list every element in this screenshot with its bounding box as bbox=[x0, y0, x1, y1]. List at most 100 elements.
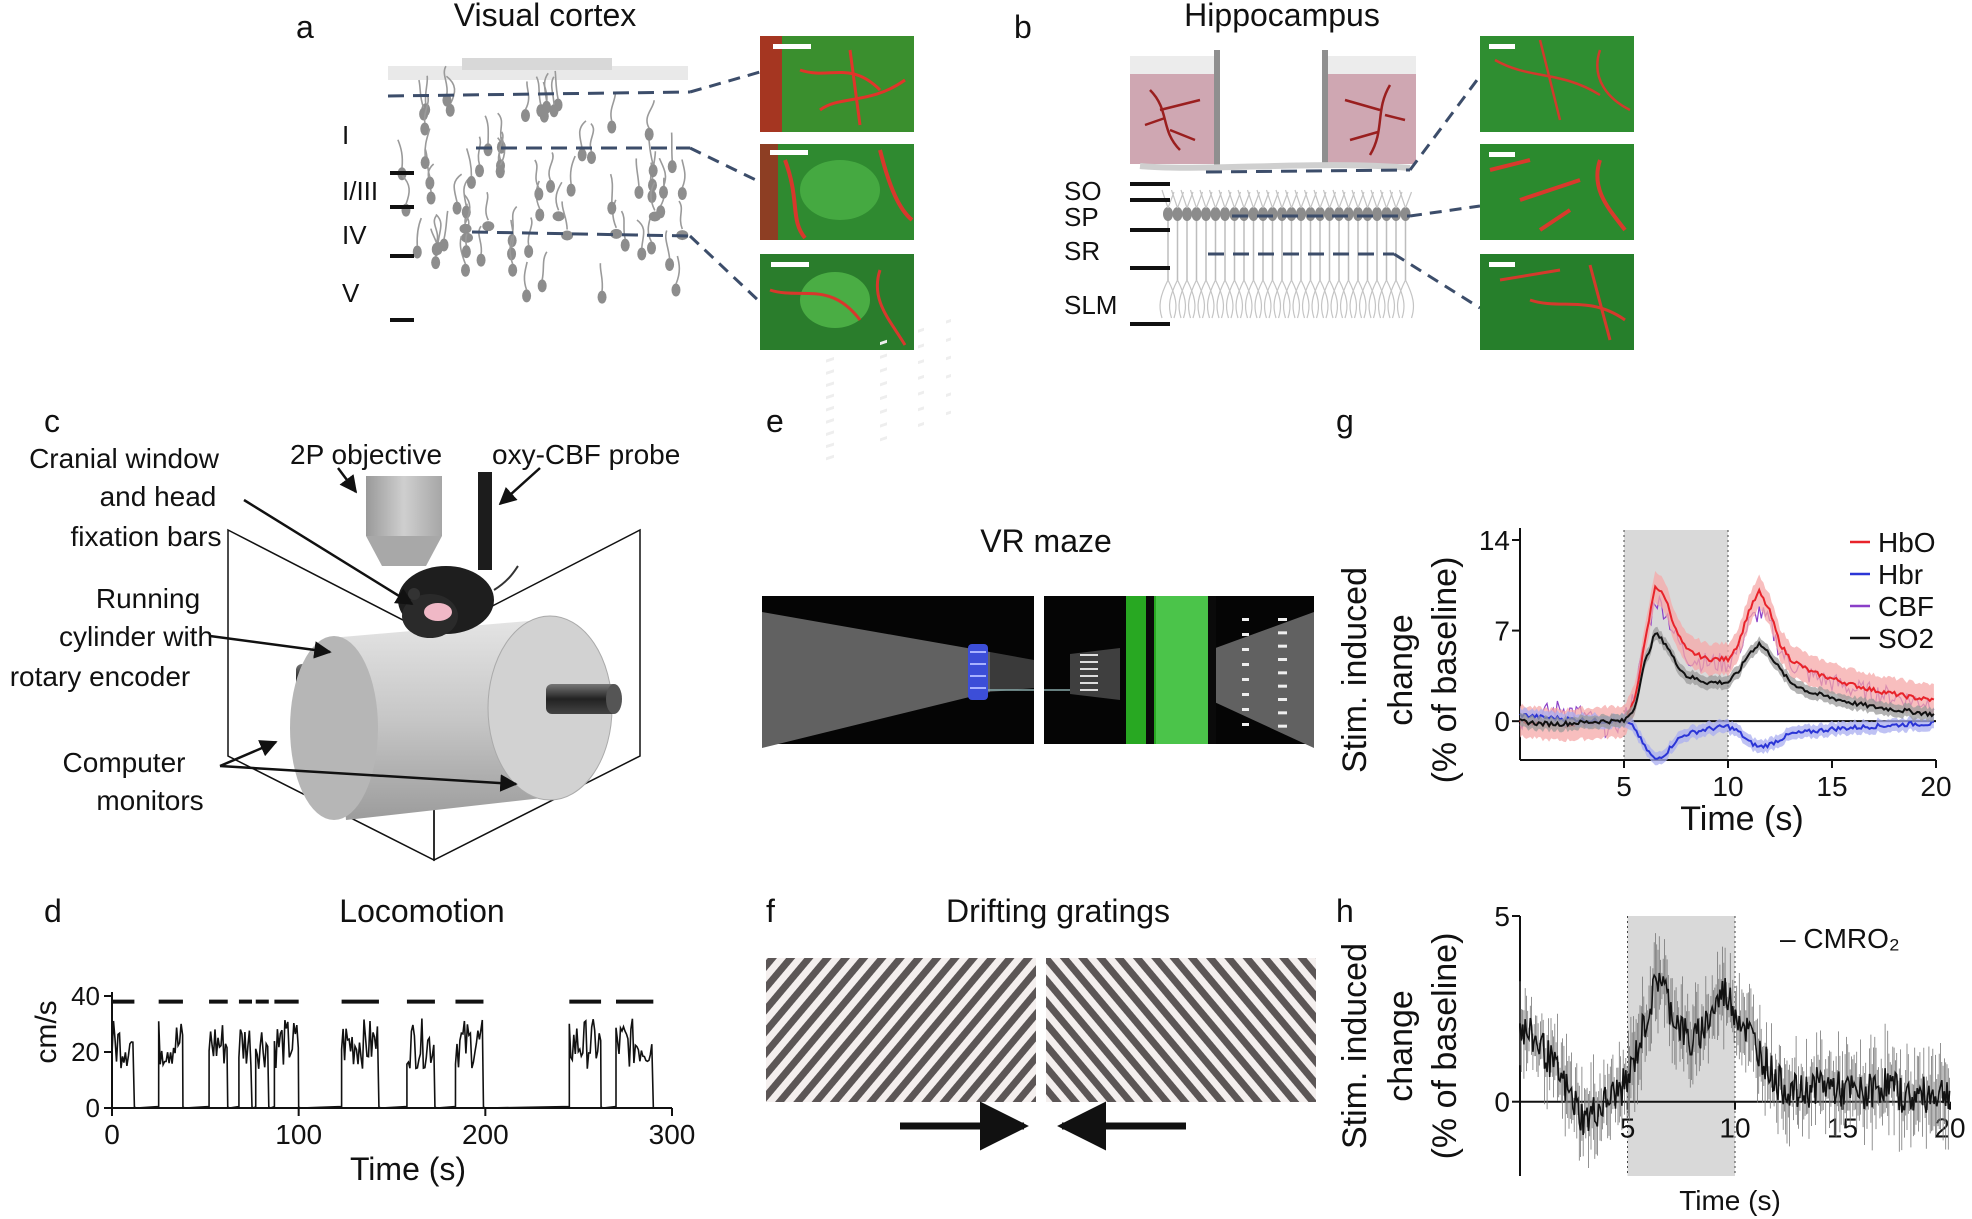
pyramidal-soma bbox=[1296, 207, 1306, 221]
error-band-hbo bbox=[1520, 571, 1934, 743]
neuron-dendrite bbox=[681, 159, 686, 188]
maze-wall-marker bbox=[1278, 631, 1287, 635]
y-tick-label: 0 bbox=[1494, 706, 1510, 737]
pyramidal-soma bbox=[1248, 207, 1259, 221]
x-tick-label: 20 bbox=[1920, 771, 1951, 802]
maze-wall-marker bbox=[880, 367, 887, 373]
tuft-dendrite bbox=[1301, 279, 1320, 319]
neuron-dendrite bbox=[459, 236, 467, 265]
maze-wall-marker bbox=[918, 422, 924, 428]
neuron-dendrite bbox=[433, 214, 439, 244]
x-tick-label: 10 bbox=[1712, 771, 1743, 802]
maze-wall-marker bbox=[946, 392, 951, 397]
panel-g-ylabel-3: (% of baseline) bbox=[1426, 557, 1464, 784]
tuft-dendrite bbox=[1292, 279, 1310, 319]
neuron-soma bbox=[425, 176, 435, 190]
pyramidal-soma bbox=[1163, 207, 1173, 221]
cortex-imaging-plane-3 bbox=[471, 230, 691, 238]
pyramidal-soma bbox=[1391, 207, 1401, 221]
neuron-dendrite bbox=[670, 132, 674, 161]
neuron-soma bbox=[431, 256, 441, 270]
maze-wall-marker bbox=[1278, 698, 1287, 701]
layer-label-slm: SLM bbox=[1064, 290, 1117, 320]
x-tick-label: 10 bbox=[1719, 1113, 1750, 1144]
pyramidal-soma bbox=[1210, 207, 1221, 221]
oxy-cbf-probe bbox=[478, 472, 492, 570]
layer-boundary-ticks bbox=[390, 171, 414, 322]
panel-letter-g: g bbox=[1336, 403, 1354, 439]
panel-h: h Stim. induced change (% of baseline) T… bbox=[1336, 893, 1966, 1216]
maze-wall-marker bbox=[826, 442, 834, 449]
maze-wall-marker bbox=[1080, 682, 1098, 684]
neuron-soma bbox=[426, 191, 436, 205]
neuron-dendrite bbox=[527, 217, 533, 246]
neuron-soma bbox=[520, 108, 530, 122]
neuron-dendrite bbox=[650, 182, 656, 211]
maze-wall-marker bbox=[880, 408, 887, 414]
neuron-dendrite bbox=[578, 120, 587, 150]
tuft-dendrite bbox=[1159, 279, 1177, 319]
cortex-connector-1 bbox=[689, 70, 761, 94]
neuron-dendrite bbox=[509, 236, 514, 265]
maze-wall-marker bbox=[1242, 633, 1249, 636]
maze-wall-marker bbox=[946, 319, 951, 324]
panel-f-title: Drifting gratings bbox=[946, 893, 1170, 929]
tuft-dendrite bbox=[1358, 279, 1377, 319]
hippo-imaging-plane-1 bbox=[1205, 168, 1411, 174]
maze-wall-marker bbox=[918, 343, 924, 349]
neuron-soma bbox=[420, 122, 430, 136]
cortex-micrograph-2 bbox=[760, 144, 914, 240]
neuron-soma bbox=[482, 221, 495, 232]
label-2p-objective: 2P objective bbox=[290, 439, 442, 470]
pyramidal-soma bbox=[1362, 207, 1373, 221]
pyramidal-soma bbox=[1334, 207, 1344, 221]
neuron-soma bbox=[475, 164, 485, 178]
maze-wall-marker bbox=[918, 359, 924, 365]
tuft-dendrite bbox=[1311, 279, 1329, 319]
neuron-dendrite bbox=[664, 230, 671, 259]
neuron-dendrite bbox=[443, 210, 449, 240]
neuron-soma bbox=[552, 211, 565, 222]
maze-wall-marker bbox=[1080, 675, 1098, 677]
tuft-dendrite bbox=[1235, 279, 1253, 319]
pyramidal-soma bbox=[1201, 207, 1211, 221]
panel-g-ylabel-2: change bbox=[1382, 614, 1420, 726]
neuron-soma bbox=[607, 120, 617, 134]
panel-a-title: Visual cortex bbox=[454, 0, 637, 33]
x-tick-label: 5 bbox=[1620, 1113, 1636, 1144]
alveus bbox=[1139, 162, 1411, 171]
label-oxy-cbf-probe: oxy-CBF probe bbox=[492, 439, 680, 470]
hippo-connector-3 bbox=[1393, 252, 1481, 310]
neuron-dendrite bbox=[477, 136, 482, 165]
hippo-layer-ticks bbox=[1130, 182, 1170, 326]
label-window-1: Cranial window bbox=[29, 443, 220, 474]
panel-e-title: VR maze bbox=[980, 523, 1112, 559]
tuft-dendrite bbox=[1187, 279, 1206, 319]
panel-d-xlabel: Time (s) bbox=[350, 1151, 466, 1187]
neuron-dendrite bbox=[423, 94, 429, 124]
panel-h-ylabel-2: change bbox=[1382, 990, 1420, 1102]
tuft-dendrite bbox=[1197, 279, 1215, 319]
neuron-dendrite bbox=[561, 201, 568, 230]
neuron-dendrite bbox=[497, 112, 503, 142]
neuron-soma bbox=[483, 143, 493, 157]
pyramidal-soma bbox=[1229, 207, 1240, 221]
cortex-window-glass bbox=[462, 58, 612, 70]
neuron-soma bbox=[607, 201, 617, 215]
neuron-soma bbox=[466, 175, 476, 189]
panel-h-xlabel: Time (s) bbox=[1679, 1185, 1781, 1216]
y-tick-label: 0 bbox=[86, 1093, 100, 1123]
neuron-dendrite bbox=[554, 70, 559, 100]
neuron-dendrite bbox=[543, 72, 549, 102]
x-tick-label: 15 bbox=[1827, 1113, 1858, 1144]
maze-wall-marker bbox=[918, 327, 924, 333]
maze-wall-marker bbox=[1278, 618, 1287, 621]
neuron-dendrite bbox=[541, 251, 548, 280]
vessels-left bbox=[1144, 89, 1201, 151]
neuron-dendrite bbox=[478, 225, 483, 255]
neuron-soma bbox=[495, 164, 505, 178]
hippo-micrograph-3 bbox=[1480, 254, 1634, 350]
tuft-dendrite bbox=[1168, 279, 1187, 319]
tuft-dendrite bbox=[1178, 279, 1196, 319]
